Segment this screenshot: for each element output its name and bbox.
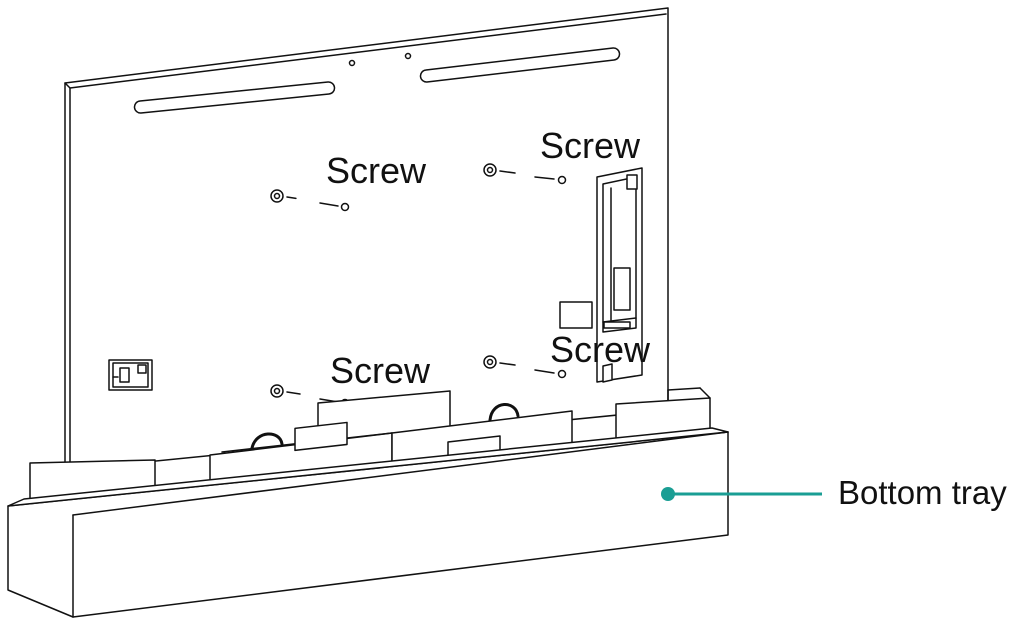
bottom-tray bbox=[7, 427, 729, 618]
top-hole-right bbox=[404, 52, 412, 60]
callout-dot bbox=[661, 487, 675, 501]
screw-label-lower-right: Screw bbox=[550, 329, 651, 370]
power-socket bbox=[108, 359, 153, 391]
top-handle-bar-left bbox=[133, 81, 336, 114]
top-handle-bar-right bbox=[419, 47, 621, 83]
screw-lower-right bbox=[483, 355, 567, 379]
screw-label-lower-left: Screw bbox=[330, 350, 431, 391]
cable-loop-left bbox=[250, 432, 284, 450]
screw-label-upper-right: Screw bbox=[540, 125, 641, 166]
bottom-tray-callout bbox=[661, 487, 822, 501]
screw-label-upper-left: Screw bbox=[326, 150, 427, 191]
screw-upper-right bbox=[483, 163, 567, 185]
screw-upper-left bbox=[270, 189, 350, 212]
bottom-tray-label: Bottom tray bbox=[838, 474, 1007, 511]
connector-panel bbox=[596, 167, 643, 383]
top-hole-left bbox=[348, 59, 356, 67]
cable-loop-right bbox=[488, 403, 520, 422]
label-sticker bbox=[559, 301, 593, 329]
